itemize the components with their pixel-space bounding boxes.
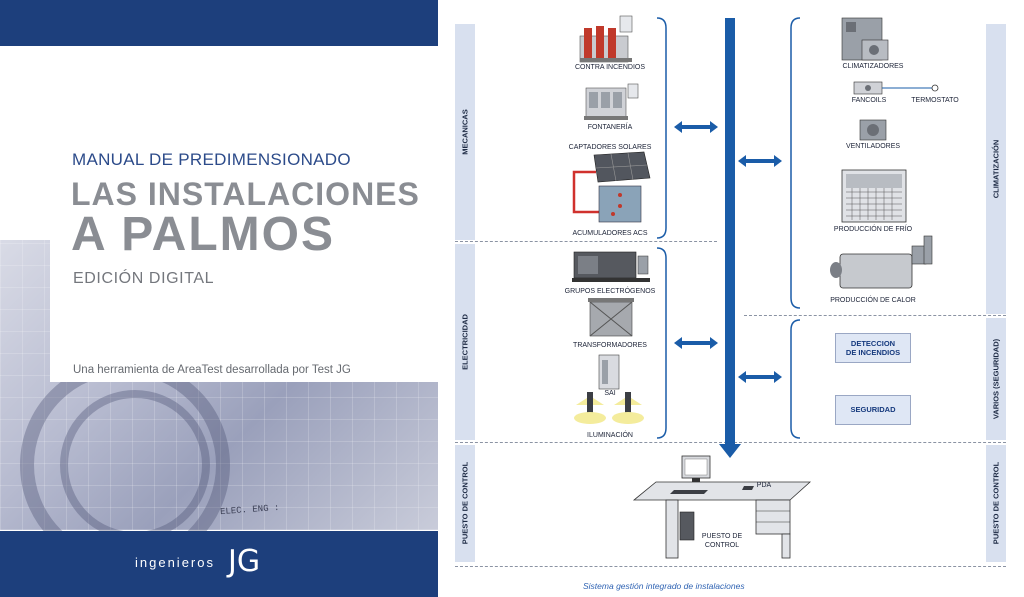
label-climatizadores: CLIMATIZADORES bbox=[842, 63, 904, 70]
fan-icon bbox=[859, 119, 887, 141]
cover-bottom-band bbox=[0, 531, 438, 597]
double-arrow bbox=[738, 371, 782, 383]
label-acumuladores-acs: ACUMULADORES ACS bbox=[572, 230, 648, 237]
bracket-electricidad bbox=[656, 247, 667, 439]
panel-puesto-control-left bbox=[455, 445, 475, 562]
double-arrow bbox=[674, 337, 718, 349]
lighting-icon bbox=[574, 392, 644, 424]
separator bbox=[455, 241, 717, 242]
label-fontaneria: FONTANERÍA bbox=[587, 124, 633, 131]
bracket-climatizacion bbox=[790, 17, 801, 309]
deteccion-line1: DETECCION bbox=[850, 338, 896, 348]
bracket-mecanicas bbox=[656, 17, 667, 239]
cover-tagline: Una herramienta de AreaTest desarrollada… bbox=[73, 364, 351, 376]
solar-panel-icon bbox=[593, 151, 651, 183]
seguridad-box: SEGURIDAD bbox=[835, 395, 911, 425]
cover-title-line2: A PALMOS bbox=[71, 208, 335, 261]
label-ventiladores: VENTILADORES bbox=[845, 143, 901, 150]
generator-icon bbox=[572, 251, 650, 282]
monitor-icon bbox=[681, 455, 711, 482]
water-pump-icon bbox=[584, 83, 639, 120]
label-pda: PDA bbox=[756, 482, 772, 489]
label-transformadores: TRANSFORMADORES bbox=[573, 342, 647, 349]
label-grupos-electrogenos: GRUPOS ELECTRÓGENOS bbox=[564, 288, 656, 295]
panel-mecanicas bbox=[455, 24, 475, 240]
cover-subtitle: MANUAL DE PREDIMENSIONADO bbox=[72, 150, 351, 169]
cover-title-line1: LAS INSTALACIONES bbox=[71, 176, 420, 212]
pipe-loop-icon bbox=[572, 170, 606, 214]
cover-top-band bbox=[0, 0, 438, 46]
thermostat-icon bbox=[882, 84, 939, 92]
acs-tank-icon bbox=[598, 185, 642, 223]
panel-climatizacion bbox=[986, 24, 1006, 314]
air-handler-icon bbox=[841, 17, 889, 61]
central-bus bbox=[719, 18, 741, 458]
double-arrow bbox=[738, 155, 782, 167]
separator bbox=[455, 566, 1006, 567]
label-produccion-calor: PRODUCCIÓN DE CALOR bbox=[830, 297, 916, 304]
chiller-icon bbox=[841, 169, 907, 223]
keyboard-icon bbox=[670, 490, 708, 494]
panel-varios bbox=[986, 318, 1006, 440]
label-iluminacion: ILUMINACIÓN bbox=[587, 432, 633, 439]
pda-icon bbox=[742, 486, 754, 490]
label-contra-incendios: CONTRA INCENDIOS bbox=[574, 64, 646, 71]
panel-electricidad bbox=[455, 244, 475, 440]
boiler-icon bbox=[830, 235, 933, 289]
ups-cabinet-icon bbox=[598, 354, 620, 390]
label-termostato: TERMOSTATO bbox=[911, 97, 959, 104]
brand-word: ingenieros bbox=[135, 555, 215, 570]
installations-diagram: MECANICAS ELECTRICIDAD PUESTO DE CONTROL… bbox=[438, 0, 1024, 597]
diagram-graphics bbox=[572, 15, 939, 559]
fire-pump-icon bbox=[579, 15, 633, 63]
brand-logo: JG bbox=[228, 544, 261, 579]
fancoil-icon bbox=[853, 81, 883, 95]
label-produccion-frio: PRODUCCIÓN DE FRÍO bbox=[833, 226, 913, 233]
control-desk-icon bbox=[632, 481, 812, 559]
cover-edition: EDICIÓN DIGITAL bbox=[73, 270, 215, 287]
diagram-caption: Sistema gestión integrado de instalacion… bbox=[583, 581, 745, 591]
deteccion-incendios-box: DETECCION DE INCENDIOS bbox=[835, 333, 911, 363]
bracket-varios bbox=[790, 319, 801, 439]
computer-tower-icon bbox=[679, 511, 695, 541]
seguridad-label: SEGURIDAD bbox=[850, 405, 896, 415]
transformer-icon bbox=[588, 298, 634, 337]
book-cover: ELEC. ENG : MANUAL DE PREDIMENSIONADO LA… bbox=[0, 0, 438, 597]
panel-puesto-control-right bbox=[986, 445, 1006, 562]
separator bbox=[744, 315, 1006, 316]
cover-photo-ring bbox=[60, 390, 210, 540]
label-puesto-control-line1: PUESTO DE bbox=[701, 533, 743, 540]
label-fancoils: FANCOILS bbox=[851, 97, 887, 104]
label-captadores-solares: CAPTADORES SOLARES bbox=[568, 144, 652, 151]
label-puesto-control-line2: CONTROL bbox=[704, 542, 740, 549]
deteccion-line2: DE INCENDIOS bbox=[845, 348, 901, 357]
cover-text-area bbox=[50, 240, 438, 382]
double-arrow bbox=[674, 121, 718, 133]
label-sai: SAI bbox=[604, 390, 616, 397]
